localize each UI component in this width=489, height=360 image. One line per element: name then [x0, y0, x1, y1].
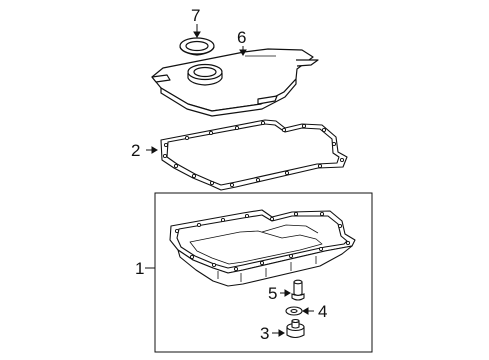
- callout-labels: 7 6 2 1 5 4 3: [131, 6, 327, 343]
- callout-3: 3: [260, 324, 269, 343]
- drain-plug: [286, 318, 305, 339]
- callout-1: 1: [135, 259, 144, 278]
- callout-6: 6: [237, 28, 246, 47]
- callout-7: 7: [191, 6, 200, 25]
- magnet-plug: [291, 279, 305, 301]
- callout-5: 5: [268, 284, 277, 303]
- drain-plug-washer: [285, 306, 303, 316]
- o-ring-seal: [179, 37, 215, 56]
- assembly-frame: [154, 192, 373, 353]
- oil-pan-assembly: [169, 209, 356, 287]
- leader-lines: [145, 24, 314, 337]
- callout-4: 4: [318, 302, 327, 321]
- transmission-filter: [151, 48, 319, 117]
- oil-pan-gasket: [160, 119, 348, 191]
- callout-2: 2: [131, 141, 140, 160]
